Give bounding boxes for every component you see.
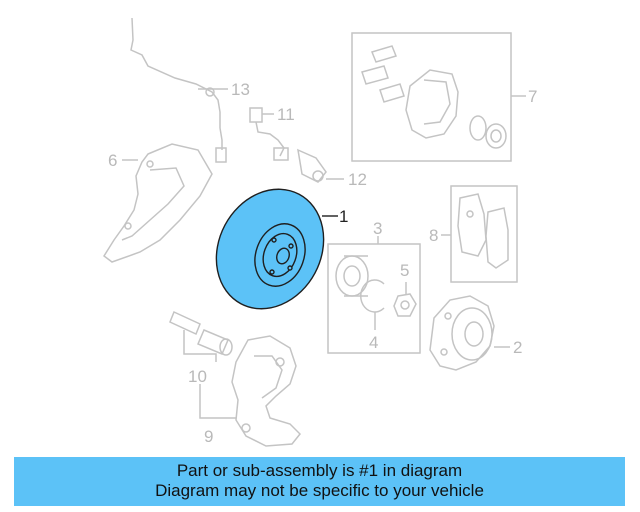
- part-3-bearing-box: [327, 243, 421, 354]
- part-8-pad-box: [450, 185, 518, 283]
- callout-13[interactable]: 13: [231, 80, 250, 99]
- part-11-brake-hose: [249, 107, 289, 161]
- callout-6[interactable]: 6: [108, 151, 117, 170]
- banner-line-disclaimer: Diagram may not be specific to your vehi…: [155, 481, 484, 500]
- part-12-wear-sensor: [297, 148, 327, 183]
- part-7-caliper-box: [351, 32, 512, 162]
- callout-1[interactable]: 1: [339, 207, 348, 226]
- part-2-wheel-hub: [429, 295, 495, 371]
- callout-2[interactable]: 2: [513, 338, 522, 357]
- part-1-brake-rotor[interactable]: [196, 170, 344, 327]
- part-10-guide-pins: [169, 310, 233, 356]
- callout-7[interactable]: 7: [528, 87, 537, 106]
- parts-diagram: 1 2 3 4 5 6 7 8 9 10 11 12 13: [102, 17, 537, 447]
- part-6-splash-shield: [102, 143, 213, 263]
- banner-line-part-number: Part or sub-assembly is #1 in diagram: [176, 461, 463, 480]
- callout-12[interactable]: 12: [348, 170, 367, 189]
- part-5-hub-nut: [393, 293, 417, 317]
- part-4-snap-ring: [360, 279, 385, 313]
- part-3-bearing: [335, 255, 369, 297]
- callout-11[interactable]: 11: [277, 105, 295, 124]
- part-8-brake-pads: [457, 193, 509, 269]
- part-9-caliper-bracket: [231, 335, 302, 447]
- callout-10[interactable]: 10: [188, 367, 207, 386]
- callout-8[interactable]: 8: [429, 226, 438, 245]
- part-7-caliper: [361, 45, 507, 149]
- info-banner: Part or sub-assembly is #1 in diagram Di…: [14, 457, 625, 506]
- callout-9[interactable]: 9: [204, 427, 213, 446]
- callout-3[interactable]: 3: [373, 219, 382, 238]
- callout-4[interactable]: 4: [369, 333, 378, 352]
- callout-5[interactable]: 5: [400, 261, 409, 280]
- part-13-abs-sensor: [130, 17, 227, 163]
